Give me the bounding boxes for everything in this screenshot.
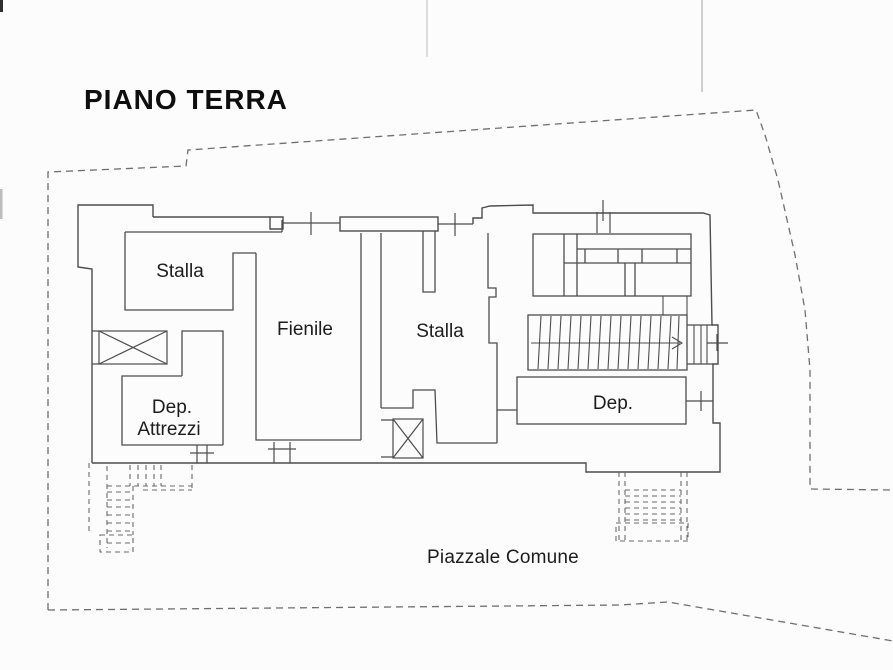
room-label-dep-attrezzi-line2: Attrezzi: [137, 419, 200, 440]
room-label-dep-attrezzi-line1: Dep.: [152, 397, 192, 418]
stair-direction-arrow: [531, 336, 684, 350]
room-label-fienile: Fienile: [277, 319, 333, 340]
scan-artifacts: [0, 0, 703, 219]
interior-walls: [92, 220, 692, 446]
crossed-box-symbol-left: [98, 330, 168, 365]
page-title: PIANO TERRA: [84, 84, 288, 115]
room-label-stalla-center: Stalla: [416, 321, 464, 342]
room-label-dep: Dep.: [593, 393, 633, 414]
crossed-box-symbol-center: [381, 418, 424, 459]
dashed-exterior-stairs: [88, 463, 689, 553]
door-opening-tick-marks: [190, 200, 728, 463]
crossed-box-symbols: [98, 330, 424, 459]
room-label-stalla-left: Stalla: [156, 261, 204, 282]
staircase: [527, 296, 713, 371]
outdoor-area-label: Piazzale Comune: [427, 547, 579, 568]
room-labels: Stalla Fienile Stalla Dep. Attrezzi Dep.…: [137, 261, 633, 568]
dashed-parcel-boundary: [47, 109, 893, 642]
